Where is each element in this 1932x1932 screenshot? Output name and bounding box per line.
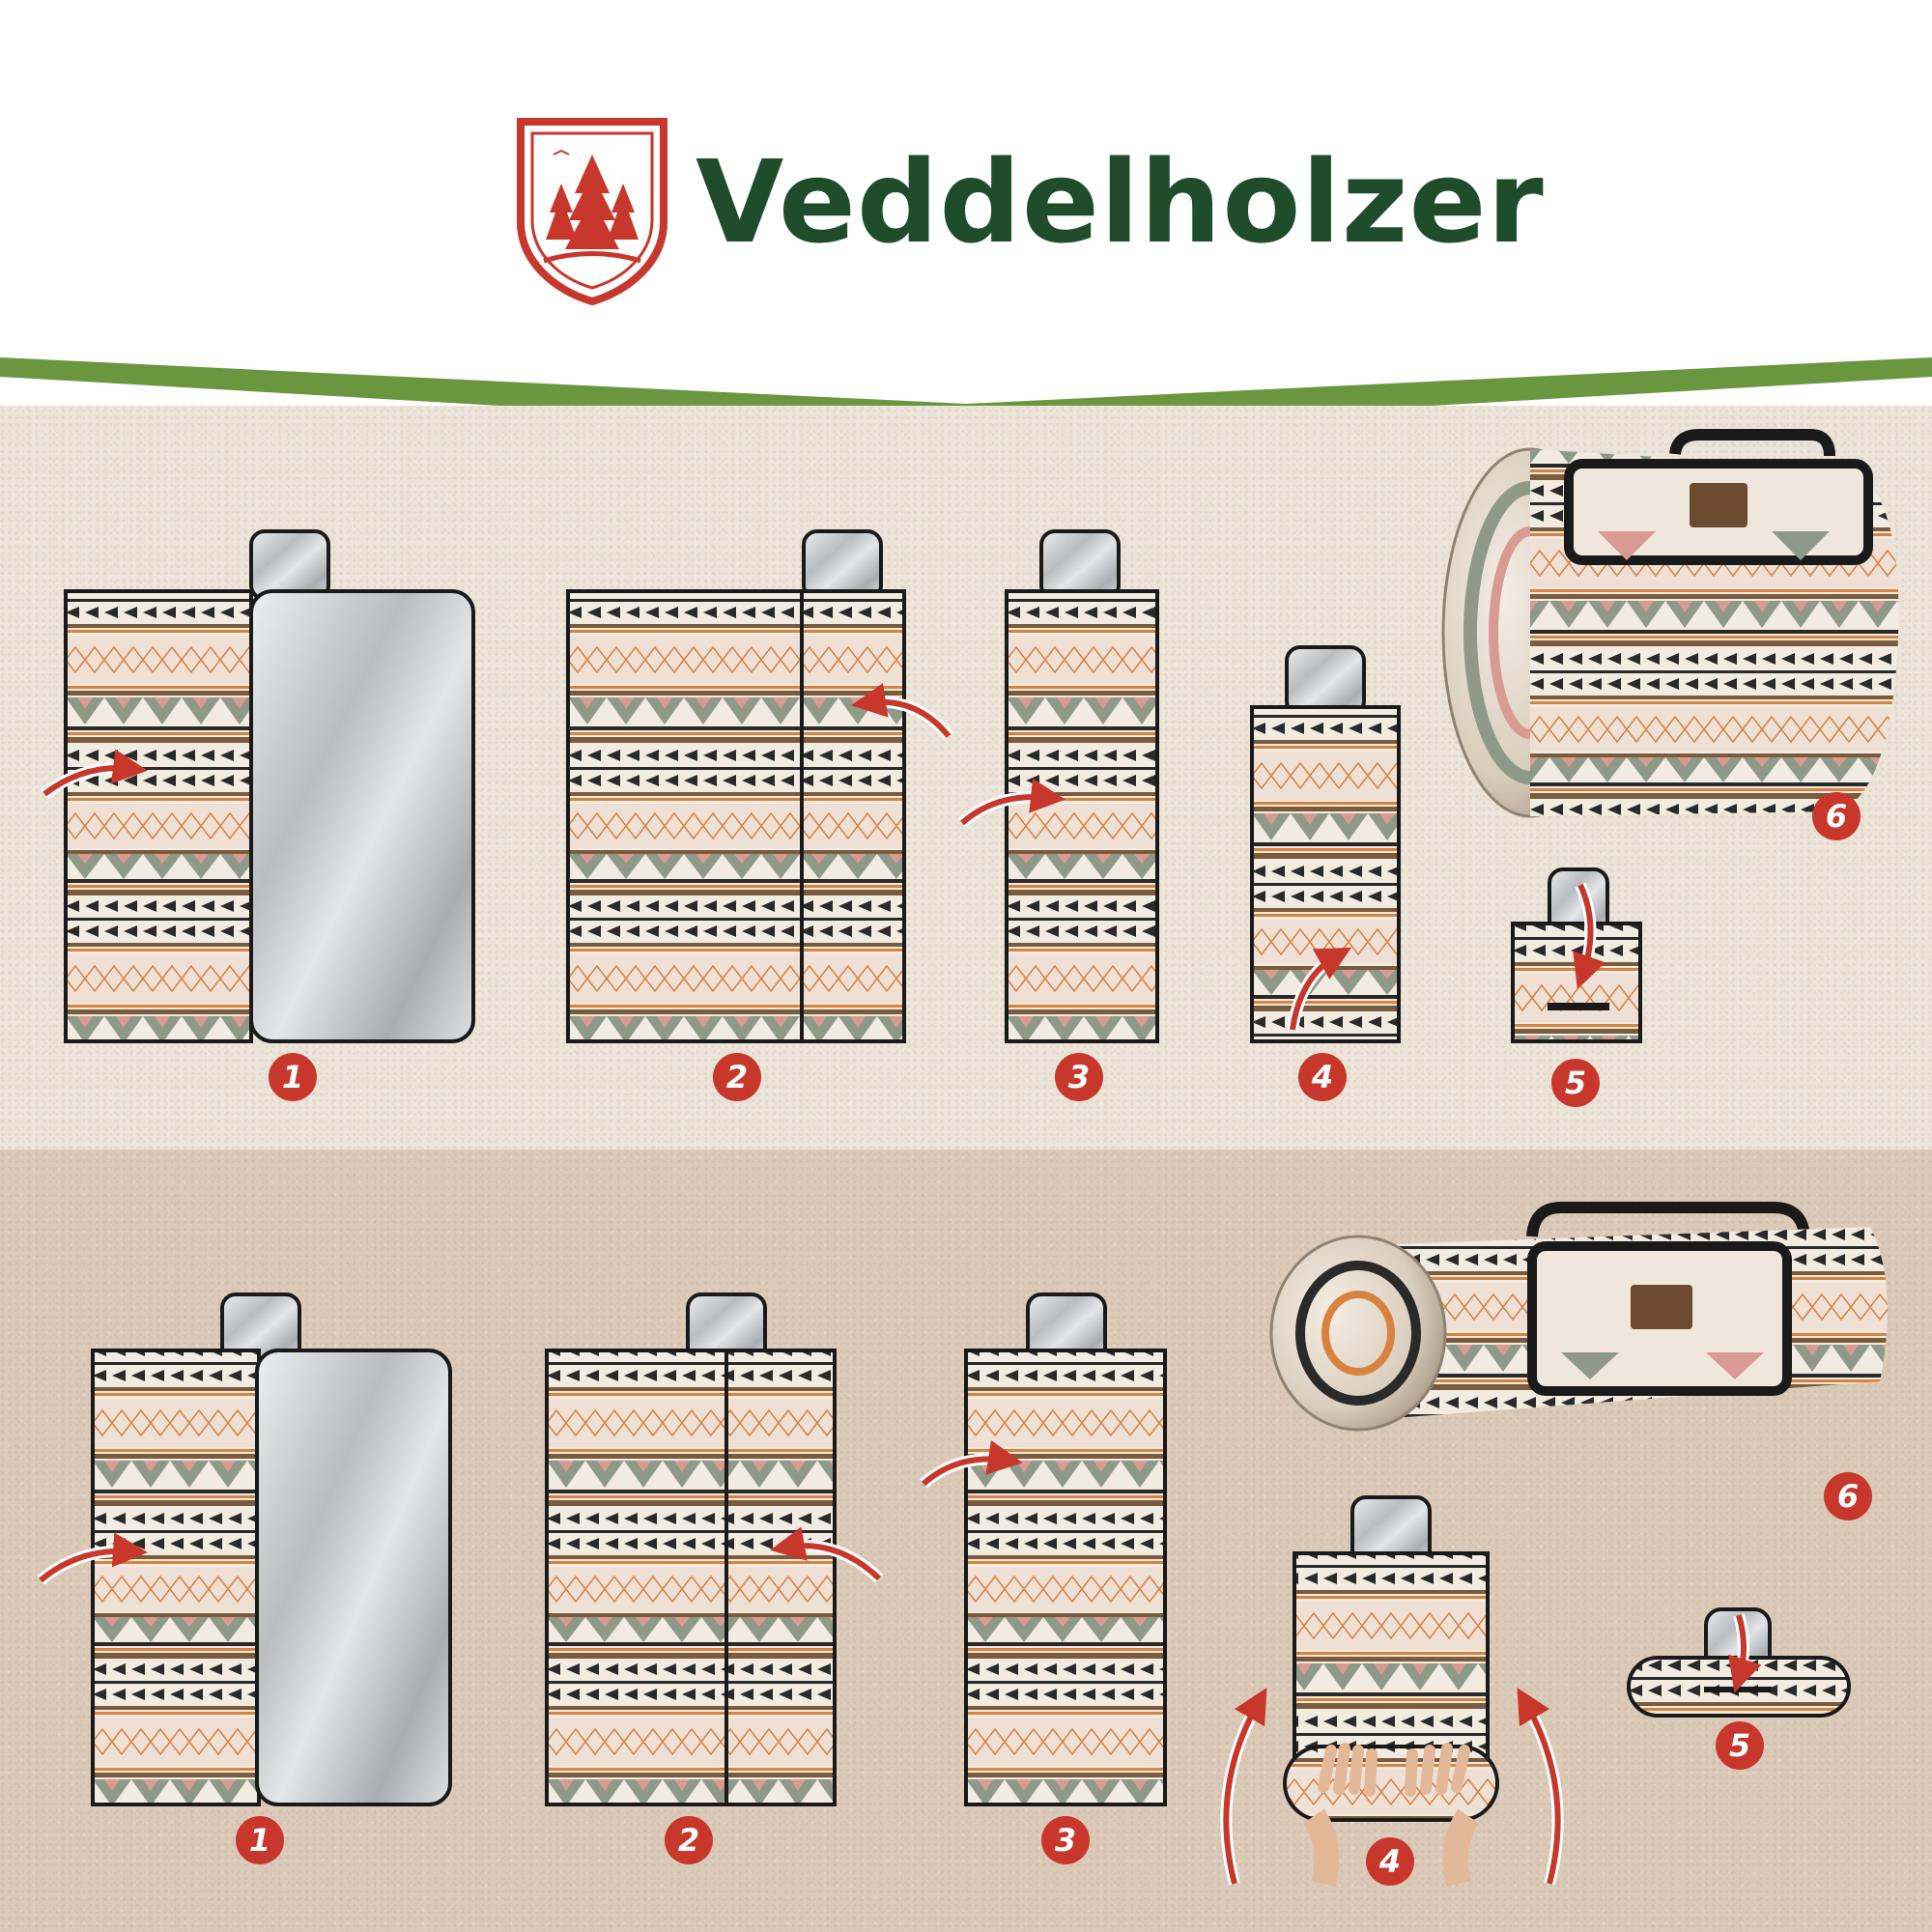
roll-step-1: 1	[41, 529, 491, 1101]
brand-name: Veddelholzer	[696, 135, 1545, 269]
rolled-folding-section: 1 2 3 4	[0, 406, 1932, 1150]
roll-step-badge: 6	[1812, 792, 1861, 840]
roll-step-1-illustration	[41, 529, 475, 1043]
roll-step-2-illustration	[566, 529, 953, 1043]
flat-step-badge: 5	[1716, 1721, 1764, 1770]
flat-step-6: 6	[1252, 1179, 1889, 1546]
roll-step-3: 3	[958, 529, 1161, 1101]
roll-step-4: 4	[1250, 645, 1403, 1101]
roll-step-2: 2	[566, 529, 953, 1101]
flat-step-badge: 1	[236, 1816, 284, 1864]
roll-step-6: 6	[1434, 429, 1907, 840]
flat-step-badge: 3	[1041, 1816, 1090, 1864]
rolled-blanket-photo	[1441, 429, 1899, 818]
roll-step-badge: 4	[1298, 1053, 1347, 1101]
flat-rolled-blanket-photo	[1269, 1202, 1888, 1432]
flat-folding-section: 1 2 3	[0, 1150, 1932, 1932]
flat-step-5-illustration	[1627, 1607, 1851, 1718]
flat-step-2: 2	[545, 1293, 884, 1864]
flat-step-5: 5	[1627, 1607, 1851, 1822]
flat-step-badge: 2	[665, 1816, 713, 1864]
roll-step-badge: 2	[713, 1053, 761, 1101]
roll-step-badge: 5	[1551, 1059, 1600, 1107]
flat-step-1: 1	[37, 1293, 460, 1864]
roll-step-5-illustration	[1511, 867, 1642, 1043]
roll-step-5: 5	[1511, 867, 1642, 1107]
roll-step-badge: 3	[1055, 1053, 1103, 1101]
flat-step-3-illustration	[920, 1293, 1167, 1806]
header: Veddelholzer	[0, 0, 1932, 367]
flat-step-3: 3	[920, 1293, 1169, 1864]
roll-step-3-illustration	[958, 529, 1159, 1043]
flat-step-2-illustration	[545, 1293, 884, 1806]
flat-step-badge: 4	[1366, 1837, 1414, 1886]
crest-logo-icon	[517, 118, 668, 305]
flat-step-4: 4	[1220, 1495, 1564, 1888]
flat-step-badge: 6	[1824, 1472, 1872, 1520]
flat-step-1-illustration	[37, 1293, 452, 1806]
roll-step-badge: 1	[269, 1053, 317, 1101]
roll-step-4-illustration	[1250, 645, 1401, 1043]
flat-step-4-illustration	[1220, 1495, 1564, 1888]
